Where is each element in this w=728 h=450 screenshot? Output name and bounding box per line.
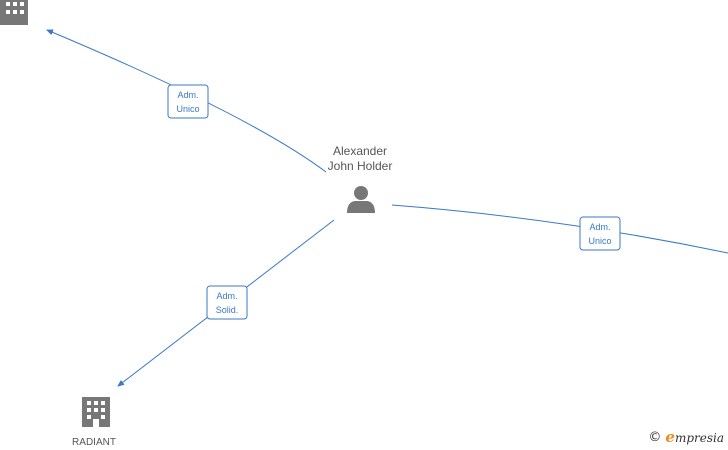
edge-label-line1: Adm. <box>177 90 198 100</box>
empresia-watermark: © empresia <box>648 428 724 446</box>
person-node[interactable]: Alexander John Holder <box>328 144 393 213</box>
building-icon <box>0 0 28 25</box>
edge-label-line1: Adm. <box>216 291 237 301</box>
person-name-line1: Alexander <box>333 144 387 158</box>
edge-label-right[interactable]: Adm. Unico <box>579 216 621 251</box>
edge-line-top-company <box>46 29 327 173</box>
person-name-line2: John Holder <box>328 159 393 173</box>
copyright-icon: © <box>648 429 662 445</box>
edge-label-line2: Unico <box>588 236 611 246</box>
building-icon <box>82 397 110 427</box>
edge-label-line2: Unico <box>176 104 199 114</box>
edge-label-line1: Adm. <box>589 222 610 232</box>
edge-line-right-company <box>391 204 728 254</box>
edge-label-line2: Solid. <box>216 305 239 315</box>
brand-logo: empresia <box>665 428 724 446</box>
company-node-top[interactable] <box>0 0 28 25</box>
company-node-radiant[interactable]: RADIANT <box>72 397 116 448</box>
company-name: RADIANT <box>72 437 116 448</box>
person-icon <box>347 186 375 213</box>
edge-label-radiant[interactable]: Adm. Solid. <box>206 285 248 320</box>
edge-label-top[interactable]: Adm. Unico <box>167 84 209 119</box>
